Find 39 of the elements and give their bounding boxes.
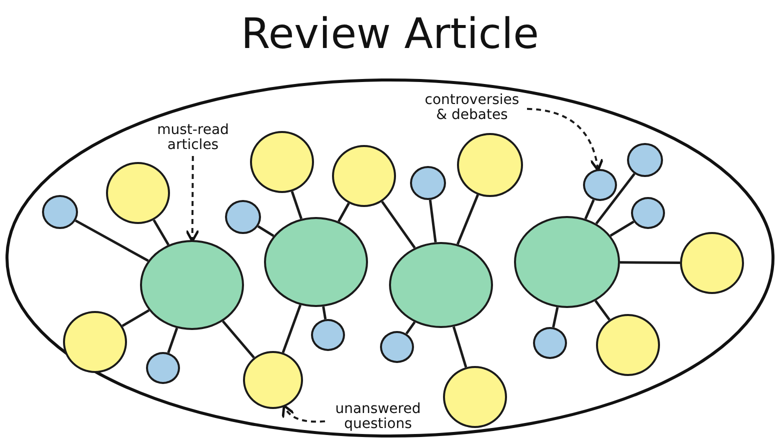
dashed-arrow [282,404,326,423]
annotation-text: unanswered questions [328,402,428,432]
connector-line [405,321,416,334]
connector-line [610,220,634,237]
connector-line [290,191,302,220]
connector-line [257,225,274,237]
small-circle [311,319,345,351]
annotation-text: must-read articles [149,123,237,153]
small-circle [42,195,78,229]
dashed-arrow [526,108,604,172]
connector-line [456,194,479,245]
connector-line [338,202,350,222]
small-circle [410,166,446,200]
connector-line [122,309,150,327]
connector-line [452,326,468,368]
connector-line [222,320,255,358]
connector-line [594,300,610,320]
small-circle [146,352,180,384]
connector-line [584,199,595,220]
connector-line [595,173,636,224]
connector-line [381,200,416,249]
small-circle [380,331,414,363]
connector-line [152,219,170,246]
annotation-text: controversies & debates [420,93,524,123]
connector-line [552,307,559,328]
connector-line [282,304,302,354]
connector-line [74,220,149,262]
connector-line [620,261,680,264]
small-circle [533,327,567,359]
connector-line [322,306,327,320]
small-circle [631,197,665,229]
connector-line [167,328,178,354]
small-circle [225,200,261,234]
outline-ellipse [5,78,775,438]
dashed-arrow [185,156,200,242]
diagram-title: Review Article [240,8,540,60]
small-circle [627,143,663,177]
small-circle [583,169,617,201]
connector-line [428,200,437,242]
